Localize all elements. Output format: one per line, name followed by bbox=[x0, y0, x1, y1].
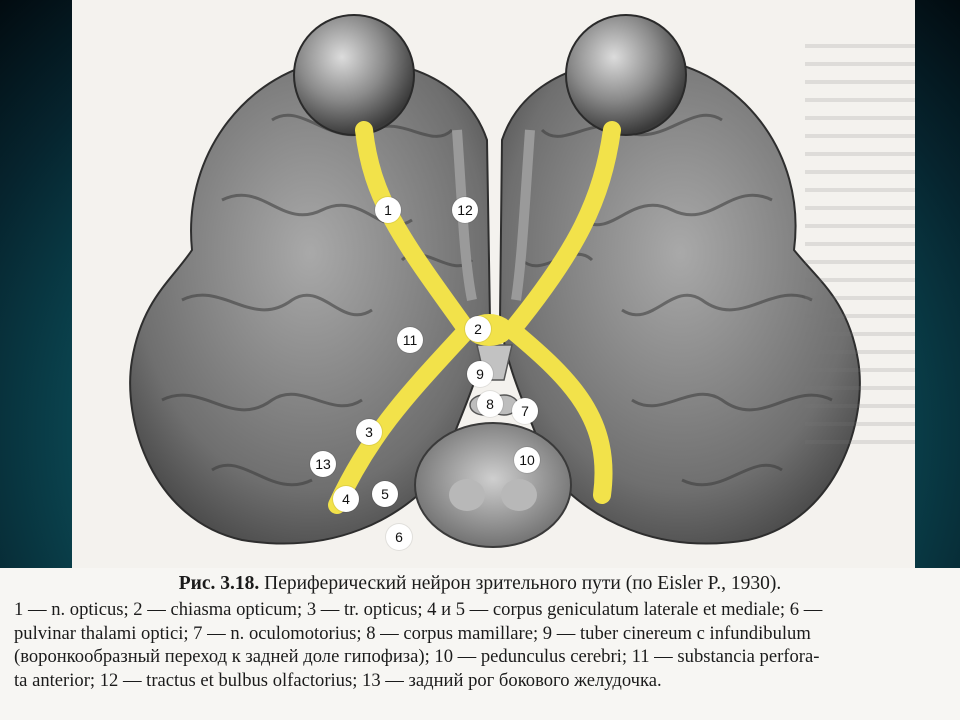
background-page-text bbox=[805, 30, 915, 450]
marker-4: 4 bbox=[333, 486, 359, 512]
marker-6: 6 bbox=[386, 524, 412, 550]
olfactory-tract-left bbox=[452, 129, 477, 301]
marker-9: 9 bbox=[467, 361, 493, 387]
caption-title: Рис. 3.18. Периферический нейрон зритель… bbox=[14, 572, 946, 596]
marker-5: 5 bbox=[372, 481, 398, 507]
legend-line: (воронкообразный переход к задней доле г… bbox=[14, 646, 820, 667]
caption-legend: 1 — n. opticus; 2 — chiasma opticum; 3 —… bbox=[14, 598, 946, 692]
legend-line: pulvinar thalami optici; 7 — n. oculomot… bbox=[14, 622, 811, 644]
marker-12: 12 bbox=[452, 197, 478, 223]
figure-title: Периферический нейрон зрительного пути (… bbox=[264, 573, 782, 594]
marker-3: 3 bbox=[356, 419, 382, 445]
figure-number: Рис. 3.18. bbox=[178, 573, 260, 594]
optic-pathway bbox=[328, 121, 621, 514]
marker-1: 1 bbox=[375, 197, 401, 223]
olfactory-tract-right bbox=[511, 129, 535, 301]
legend-line: 1 — n. opticus; 2 — chiasma opticum; 3 —… bbox=[14, 599, 823, 620]
marker-7: 7 bbox=[512, 398, 538, 424]
marker-13: 13 bbox=[310, 451, 336, 477]
left-eyeball bbox=[293, 14, 415, 136]
marker-11: 11 bbox=[397, 327, 423, 353]
marker-10: 10 bbox=[514, 447, 540, 473]
marker-8: 8 bbox=[477, 391, 503, 417]
figure-caption: Рис. 3.18. Периферический нейрон зритель… bbox=[0, 568, 960, 720]
brain-stem bbox=[414, 422, 572, 548]
brain-illustration bbox=[129, 14, 861, 548]
legend-line: ta anterior; 12 — tractus et bulbus olfa… bbox=[14, 669, 662, 691]
right-eyeball bbox=[565, 14, 687, 136]
marker-2: 2 bbox=[465, 316, 491, 342]
anatomy-figure: 1 2 3 4 5 6 7 8 9 10 11 12 13 bbox=[72, 0, 915, 568]
